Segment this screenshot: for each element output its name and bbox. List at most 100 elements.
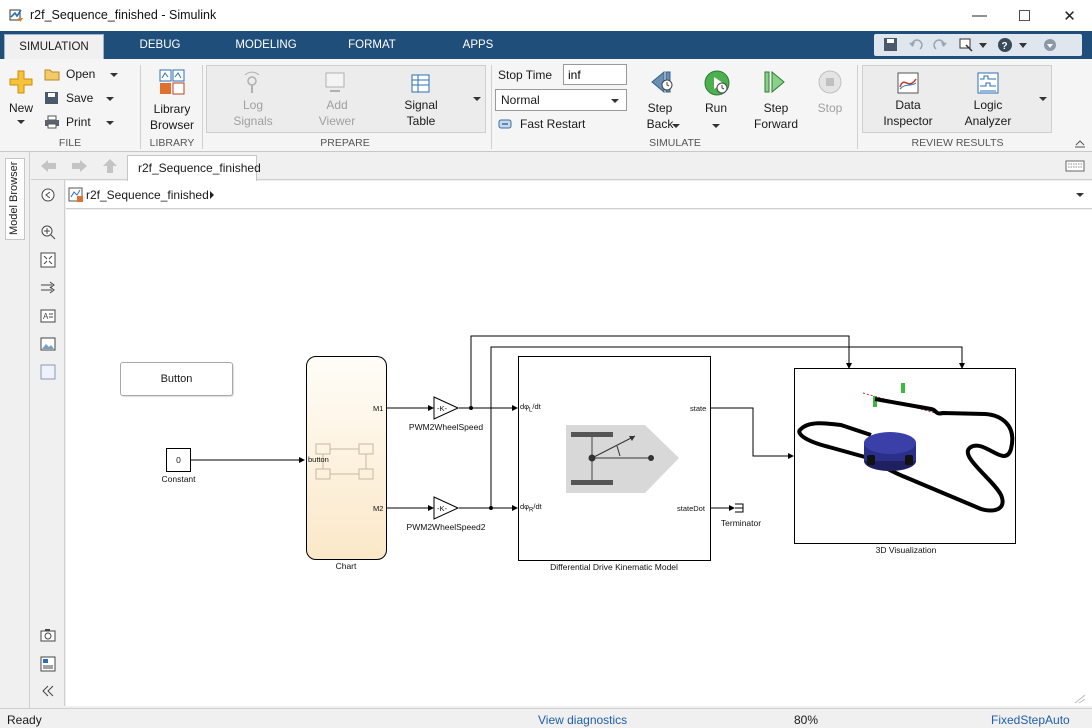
signal-lines	[191, 335, 965, 511]
collapse-ribbon-icon[interactable]	[1044, 39, 1056, 51]
help-icon[interactable]: ?	[998, 38, 1012, 52]
chart-states-icon	[315, 443, 374, 480]
chart-input-port-label: button	[308, 455, 329, 464]
view-diagnostics-link[interactable]: View diagnostics	[538, 713, 628, 727]
hide-explorer-icon[interactable]	[40, 187, 56, 203]
collapse-toolbar-icon[interactable]	[40, 685, 56, 697]
screenshot-icon[interactable]	[40, 628, 56, 642]
minimize-button[interactable]: —	[957, 0, 1002, 31]
tab-format[interactable]: FORMAT	[348, 39, 396, 51]
resize-grip-icon	[1074, 694, 1086, 704]
constant-label: Constant	[161, 474, 196, 484]
status-bar: Ready View diagnostics 80% FixedStepAuto	[0, 708, 1092, 728]
stop-time-field[interactable]	[563, 64, 627, 85]
save-button[interactable]: Save	[44, 91, 93, 105]
chevron-down-icon[interactable]	[105, 96, 115, 102]
tab-debug[interactable]: DEBUG	[139, 39, 181, 51]
keyboard-icon[interactable]	[1065, 160, 1085, 172]
visualization-block[interactable]	[794, 368, 1016, 544]
chevron-down-icon[interactable]	[16, 119, 26, 125]
terminator-label: Terminator	[720, 518, 762, 528]
library-browser-button[interactable]: Library Browser	[149, 102, 194, 132]
annotation-icon[interactable]: A	[40, 308, 56, 324]
tab-modeling[interactable]: MODELING	[235, 39, 297, 51]
prepare-group-label: PREPARE	[320, 137, 370, 149]
gallery-expand-icon[interactable]	[472, 96, 482, 102]
fast-restart-toggle[interactable]: Fast Restart	[498, 117, 585, 131]
group-divider	[140, 65, 141, 149]
group-divider	[202, 65, 203, 149]
chevron-down-icon[interactable]	[109, 72, 119, 78]
save-icon[interactable]	[884, 38, 897, 51]
zoom-in-icon[interactable]	[40, 224, 56, 240]
chevron-down-icon[interactable]	[711, 123, 721, 129]
chevron-down-icon[interactable]	[1019, 43, 1027, 48]
area-icon[interactable]	[40, 364, 56, 380]
gain-block[interactable]	[433, 496, 460, 520]
up-arrow-icon[interactable]	[103, 159, 117, 173]
terminator-block[interactable]	[734, 502, 746, 514]
solver-link[interactable]: FixedStepAuto	[991, 713, 1070, 727]
stop-button[interactable]: Stop	[817, 101, 843, 115]
ribbon: New Open Save Print FILE Library Browser…	[0, 59, 1092, 152]
chevron-right-icon[interactable]	[209, 190, 215, 200]
differential-drive-block[interactable]	[518, 356, 711, 561]
output-port-label: state	[690, 404, 707, 413]
print-button[interactable]: Print	[44, 115, 91, 129]
step-back-button[interactable]: Step Back	[646, 101, 674, 131]
chevron-down-icon[interactable]	[979, 43, 987, 48]
window-title: r2f_Sequence_finished - Simulink	[30, 8, 217, 22]
chevron-down-icon[interactable]	[1075, 192, 1085, 198]
forward-arrow-icon[interactable]	[72, 160, 87, 172]
simulation-mode-select[interactable]: Normal	[495, 89, 627, 111]
breadcrumb[interactable]: r2f_Sequence_finished	[86, 188, 209, 202]
log-signals-button[interactable]: Log Signals	[233, 98, 273, 128]
logic-analyzer-icon	[977, 72, 999, 94]
constant-block[interactable]: 0	[166, 448, 191, 472]
chevron-down-icon[interactable]	[671, 123, 681, 129]
property-inspector-icon[interactable]	[40, 656, 56, 672]
stop-time-label: Stop Time	[498, 68, 553, 82]
tab-apps[interactable]: APPS	[462, 39, 494, 51]
chevron-down-icon[interactable]	[105, 120, 115, 126]
robot-kinematics-icon	[566, 425, 679, 493]
maximize-button[interactable]: ☐	[1002, 0, 1047, 31]
review-results-group-label: REVIEW RESULTS	[911, 137, 1004, 149]
left-panel-strip	[0, 152, 30, 708]
group-divider	[857, 65, 858, 149]
library-group-label: LIBRARY	[149, 137, 195, 149]
run-button[interactable]: Run	[704, 101, 727, 115]
back-arrow-icon[interactable]	[41, 160, 56, 172]
gain-block[interactable]	[433, 396, 460, 420]
logic-analyzer-button[interactable]: Logic Analyzer	[964, 98, 1012, 128]
signal-lines-icon[interactable]	[40, 280, 56, 296]
redo-icon[interactable]	[933, 39, 947, 50]
fit-to-view-icon[interactable]	[40, 252, 56, 268]
switch-windows-icon[interactable]	[959, 38, 973, 52]
data-inspector-icon	[897, 72, 919, 94]
document-tab[interactable]: r2f_Sequence_finished	[127, 155, 261, 181]
simulink-app-icon	[9, 9, 23, 22]
minimize-icon: —	[972, 7, 987, 24]
model-canvas[interactable]: Button 0 Constant button M1 M2 Chart -K-…	[66, 210, 1092, 706]
output-port-label: stateDot	[677, 504, 705, 513]
undo-icon[interactable]	[909, 39, 923, 50]
model-browser-tab[interactable]: Model Browser	[5, 158, 25, 240]
stateflow-chart-block[interactable]	[306, 356, 387, 560]
signal-table-button[interactable]: Signal Table	[404, 98, 438, 128]
new-icon[interactable]	[8, 69, 34, 95]
gallery-expand-icon[interactable]	[1038, 96, 1048, 102]
visualization-label: 3D Visualization	[875, 545, 937, 555]
library-browser-icon[interactable]	[159, 69, 185, 95]
close-button[interactable]: ✕	[1047, 0, 1092, 31]
open-button[interactable]: Open	[44, 67, 95, 81]
collapse-ribbon-icon[interactable]	[1074, 138, 1086, 148]
push-button-block[interactable]: Button	[120, 362, 233, 396]
new-button[interactable]: New	[8, 101, 33, 115]
data-inspector-button[interactable]: Data Inspector	[883, 98, 933, 128]
run-icon	[704, 70, 730, 96]
tab-simulation[interactable]: SIMULATION	[4, 34, 104, 59]
add-viewer-button[interactable]: Add Viewer	[318, 98, 356, 128]
step-forward-button[interactable]: Step Forward	[753, 101, 798, 131]
image-icon[interactable]	[40, 336, 56, 352]
